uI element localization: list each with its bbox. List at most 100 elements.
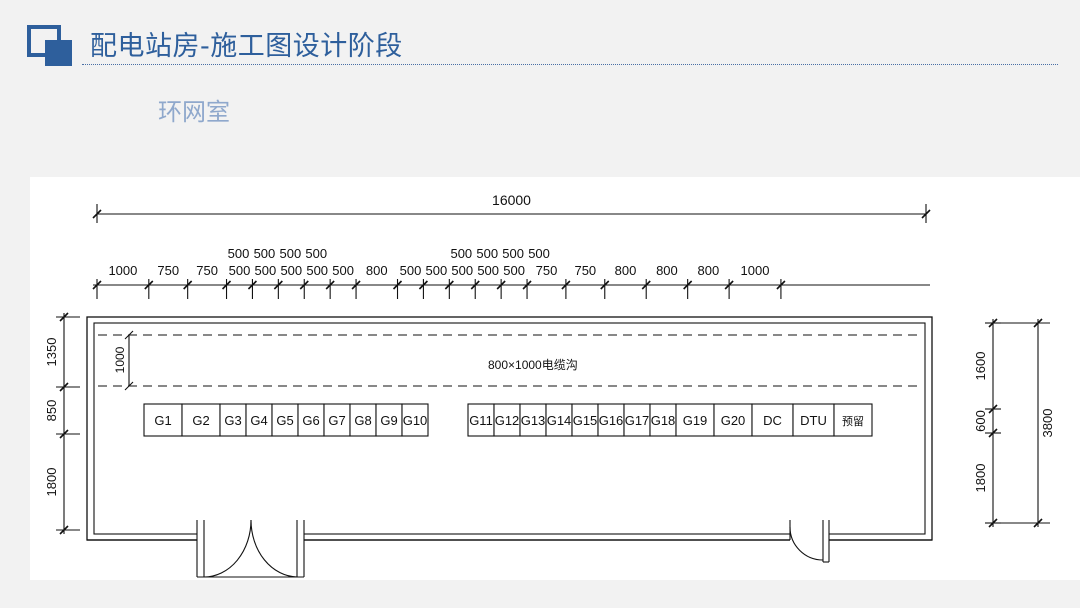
chain-dim-label: 750 <box>157 263 179 278</box>
cabinet-g4 <box>245 403 273 437</box>
chain-dim-upper-label: 500 <box>254 246 276 261</box>
dim-tick <box>299 280 309 290</box>
cabinet-label: G19 <box>683 413 708 428</box>
chain-dim-label: 800 <box>656 263 678 278</box>
trench-label: 800×1000电缆沟 <box>488 358 578 372</box>
cabinet-label: G6 <box>302 413 319 428</box>
dim-tick <box>273 280 283 290</box>
dim-tick <box>470 280 480 290</box>
cabinet-label: DC <box>763 413 782 428</box>
cabinet-label: G4 <box>250 413 267 428</box>
cabinet-label: DTU <box>800 413 827 428</box>
cabinet-g3 <box>219 403 247 437</box>
chain-dim-label: 500 <box>477 263 499 278</box>
dim-tick <box>351 280 361 290</box>
dim-tick <box>325 280 335 290</box>
double-door-left <box>196 519 305 578</box>
chain-dim-label: 750 <box>536 263 558 278</box>
logo-icon <box>26 24 74 68</box>
cabinet-label: 预留 <box>842 415 864 428</box>
chain-dim-upper-label: 500 <box>476 246 498 261</box>
chain-dim-label: 500 <box>451 263 473 278</box>
cabinet-reserved <box>833 403 873 437</box>
dim-tick <box>92 209 102 219</box>
dim-tick <box>59 429 69 439</box>
dim-tick <box>1033 518 1043 528</box>
chain-dim-label: 500 <box>503 263 525 278</box>
cabinet-g5 <box>271 403 299 437</box>
cabinet-label: G9 <box>380 413 397 428</box>
right-dim-label: 1600 <box>973 352 988 381</box>
cabinet-label: G5 <box>276 413 293 428</box>
dim-tick <box>641 280 651 290</box>
cabinet-g15 <box>571 403 599 437</box>
title-divider <box>82 64 1058 65</box>
right-dim-label: 600 <box>973 410 988 432</box>
cabinet-g9 <box>375 403 403 437</box>
cabinet-label: G1 <box>154 413 171 428</box>
cabinet-g20 <box>713 403 753 437</box>
cabinet-g14 <box>545 403 573 437</box>
chain-dim-upper-label: 500 <box>502 246 524 261</box>
dim-tick <box>59 312 69 322</box>
dim-tick <box>418 280 428 290</box>
page-title: 配电站房-施工图设计阶段 <box>90 31 403 62</box>
trench-dim-label: 1000 <box>113 346 127 373</box>
left-dim-label: 850 <box>44 400 59 422</box>
chain-dim-label: 500 <box>306 263 328 278</box>
dim-tick <box>988 428 998 438</box>
single-door-right <box>789 520 830 563</box>
cabinet-label: G7 <box>328 413 345 428</box>
dim-tick <box>247 280 258 290</box>
cabinet-label: G8 <box>354 413 371 428</box>
left-dim-label: 1350 <box>44 338 59 367</box>
cabinet-label: G20 <box>721 413 746 428</box>
chain-dim-label: 500 <box>400 263 422 278</box>
chain-dim-label: 800 <box>615 263 637 278</box>
chain-dim-upper-label: 500 <box>528 246 550 261</box>
dim-tick <box>59 382 69 392</box>
cabinet-label: G12 <box>495 413 520 428</box>
dim-tick <box>988 318 998 328</box>
dim-tick <box>683 280 693 290</box>
dim-tick <box>1033 318 1043 328</box>
cabinet-g13 <box>519 403 547 437</box>
cabinet-g8 <box>349 403 377 437</box>
chain-dim-label: 500 <box>426 263 448 278</box>
chain-dim-label: 500 <box>255 263 277 278</box>
right-dim-label: 1800 <box>973 464 988 493</box>
dim-tick <box>988 404 998 414</box>
chain-dim-label: 800 <box>366 263 388 278</box>
cabinet-g2 <box>181 403 221 437</box>
dim-tick <box>522 280 532 290</box>
chain-dim-label: 1000 <box>741 263 770 278</box>
chain-dim-upper-label: 500 <box>279 246 301 261</box>
chain-dim-upper-label: 500 <box>228 246 250 261</box>
dim-tick <box>221 280 232 290</box>
chain-dim-label: 750 <box>574 263 596 278</box>
dim-tick <box>183 280 193 290</box>
cabinet-g1 <box>143 403 183 437</box>
cabinet-g17 <box>623 403 651 437</box>
dim-tick <box>724 280 734 290</box>
chain-dim-upper-label: 500 <box>450 246 472 261</box>
dim-tick <box>921 209 931 219</box>
chain-dim-label: 500 <box>332 263 354 278</box>
cabinet-label: G15 <box>573 413 598 428</box>
cabinet-label: G2 <box>192 413 209 428</box>
chain-dim-label: 500 <box>229 263 251 278</box>
dim-tick <box>561 280 571 290</box>
chain-dim-label: 800 <box>698 263 720 278</box>
dim-tick <box>92 280 102 290</box>
dim-tick <box>144 280 154 290</box>
cabinet-label: G13 <box>521 413 546 428</box>
chain-dim-label: 1000 <box>108 263 137 278</box>
dim-tick <box>776 280 786 290</box>
cabinet-g16 <box>597 403 625 437</box>
cabinet-g7 <box>323 403 351 437</box>
trench-dimension <box>124 330 134 391</box>
cabinet-label: G14 <box>547 413 572 428</box>
cabinet-label: G3 <box>224 413 241 428</box>
